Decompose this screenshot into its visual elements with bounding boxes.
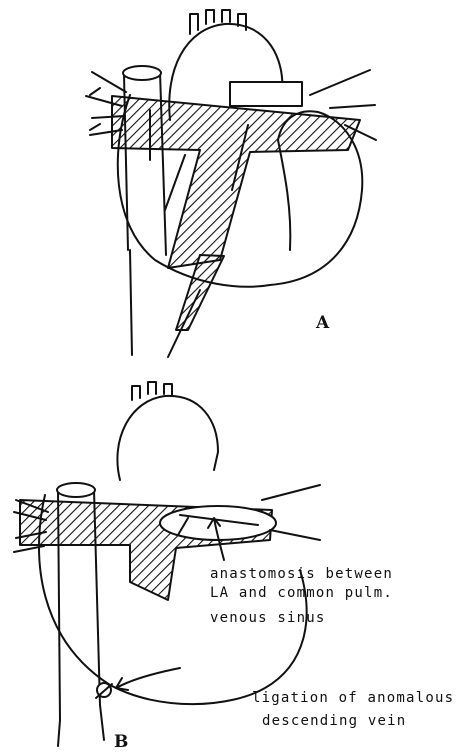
aortic-branches (190, 10, 246, 34)
panel-label-b: B (114, 732, 128, 752)
ligation-label-line2: descending vein (262, 713, 406, 729)
ligation-label-line1: ligation of anomalous (252, 690, 454, 706)
panel-label-a: A (316, 313, 329, 333)
ligation-arrow (116, 668, 180, 690)
ligated-vein (58, 705, 104, 746)
aortic-branches-b (132, 382, 172, 400)
panel-a-drawing (86, 10, 376, 357)
aortic-arch-b (117, 396, 218, 480)
anastomosis-label-line3: venous sinus (210, 610, 326, 626)
anastomosis-label-line2: LA and common pulm. (210, 585, 393, 601)
anastomosis-label-line1: anastomosis between (210, 566, 393, 582)
